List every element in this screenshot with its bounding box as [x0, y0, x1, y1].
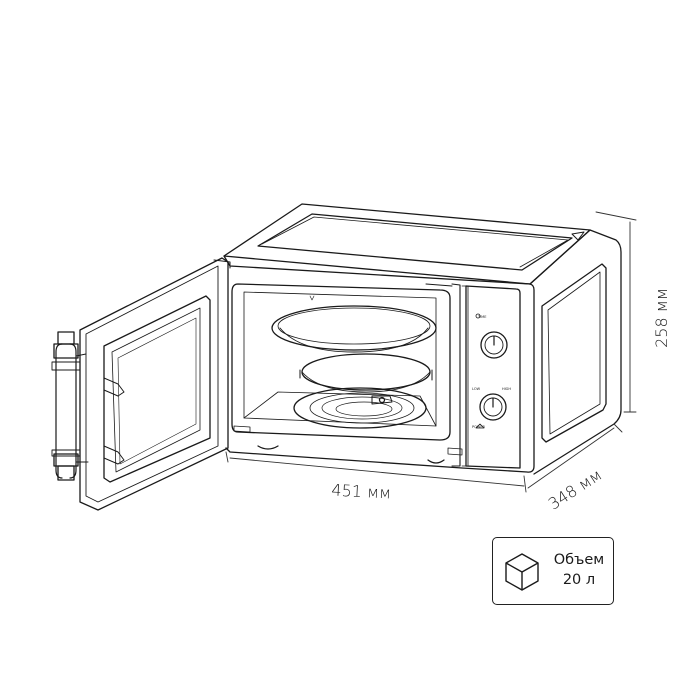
side-panel	[541, 263, 607, 443]
volume-card: Объем 20 л	[492, 537, 614, 605]
width-dimension-line	[229, 457, 525, 487]
foot-left	[257, 445, 279, 450]
door-window	[103, 295, 211, 483]
volume-text: Объем 20 л	[547, 550, 611, 590]
top-face	[223, 203, 591, 285]
foot-right	[427, 459, 445, 464]
volume-value: 20 л	[562, 572, 596, 588]
door-outer	[79, 257, 229, 511]
power-knob	[479, 393, 507, 421]
svg-text:LOW: LOW	[472, 387, 481, 391]
door-release-icon	[475, 423, 485, 429]
width-label: 451 мм	[331, 480, 392, 502]
front-face	[223, 255, 535, 473]
panel-markings: TIME POWER LOW HIGH	[472, 315, 511, 429]
open-door	[79, 257, 231, 511]
svg-text:TIME: TIME	[477, 315, 486, 319]
right-side-face	[529, 229, 622, 475]
depth-dimension-line	[527, 427, 615, 489]
height-label: 258 мм	[652, 288, 671, 348]
door-hinge-bottom	[103, 445, 125, 465]
cube-icon	[505, 553, 539, 591]
depth-label: 348 мм	[545, 465, 605, 513]
door-hinge-top	[103, 377, 125, 397]
grill-rack	[271, 305, 437, 393]
svg-text:POWER: POWER	[472, 425, 486, 429]
upper-rack	[271, 305, 437, 351]
svg-text:HIGH: HIGH	[502, 387, 511, 391]
door-frame-strip	[451, 283, 461, 467]
volume-title: Объем	[553, 552, 605, 568]
turntable	[293, 387, 427, 429]
dimension-lines	[225, 211, 637, 493]
oven-cavity	[231, 283, 451, 441]
microwave-body	[223, 203, 622, 475]
control-panel	[461, 285, 521, 469]
door-handle	[51, 331, 89, 481]
timer-knob	[475, 313, 508, 359]
top-recess	[257, 213, 573, 271]
